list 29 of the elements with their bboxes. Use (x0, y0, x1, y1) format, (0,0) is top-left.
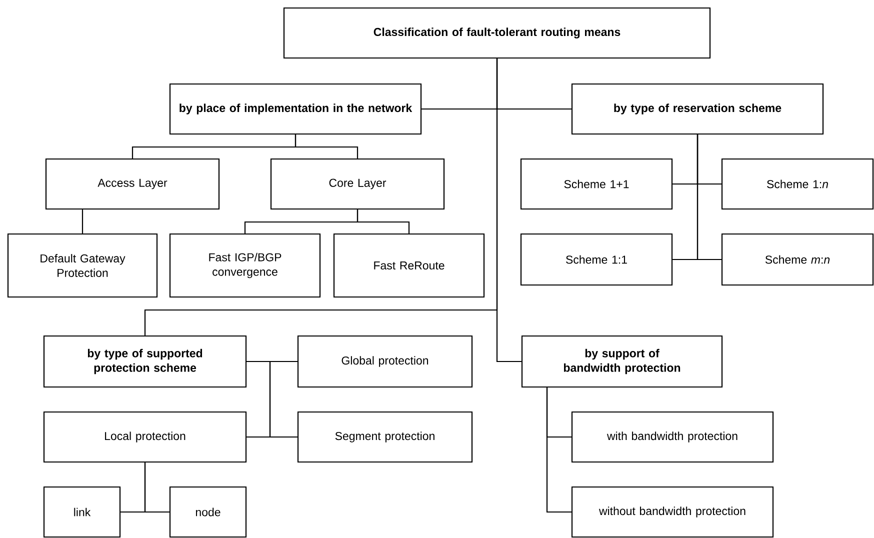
category-box: by support of bandwidth protection (521, 335, 723, 388)
connector-line (356, 210, 410, 234)
class-box: Default Gateway Protection (7, 233, 158, 298)
class-box: Scheme 1+1 (520, 158, 673, 210)
class-box: Local protection (43, 411, 247, 463)
class-box: without bandwidth protection (571, 486, 774, 538)
category-box: Classification of fault-tolerant routing means (283, 7, 711, 59)
class-box: with bandwidth protection (571, 411, 774, 463)
connector-line (82, 210, 84, 234)
class-box: Fast IGP/BGP convergence (169, 233, 321, 298)
connector-line (144, 462, 170, 513)
connector-line (696, 134, 722, 260)
category-box: by type of reservation scheme (571, 83, 824, 135)
category-box: by place of implementation in the network (169, 83, 422, 135)
connector-line (496, 58, 522, 362)
connector-line (246, 360, 298, 438)
class-box: Scheme m:n (721, 233, 874, 286)
class-box: Scheme 1:1 (520, 233, 673, 286)
class-box: Segment protection (297, 411, 473, 463)
class-box: Global protection (297, 335, 473, 388)
connector-line (546, 387, 572, 513)
class-box: node (169, 486, 247, 538)
class-box: link (43, 486, 121, 538)
category-box: by type of supported protection scheme (43, 335, 247, 388)
class-box: Scheme 1:n (721, 158, 874, 210)
class-box: Core Layer (270, 158, 445, 210)
class-box: Fast ReRoute (333, 233, 485, 298)
class-box: Access Layer (45, 158, 220, 210)
connector-line (294, 134, 358, 158)
